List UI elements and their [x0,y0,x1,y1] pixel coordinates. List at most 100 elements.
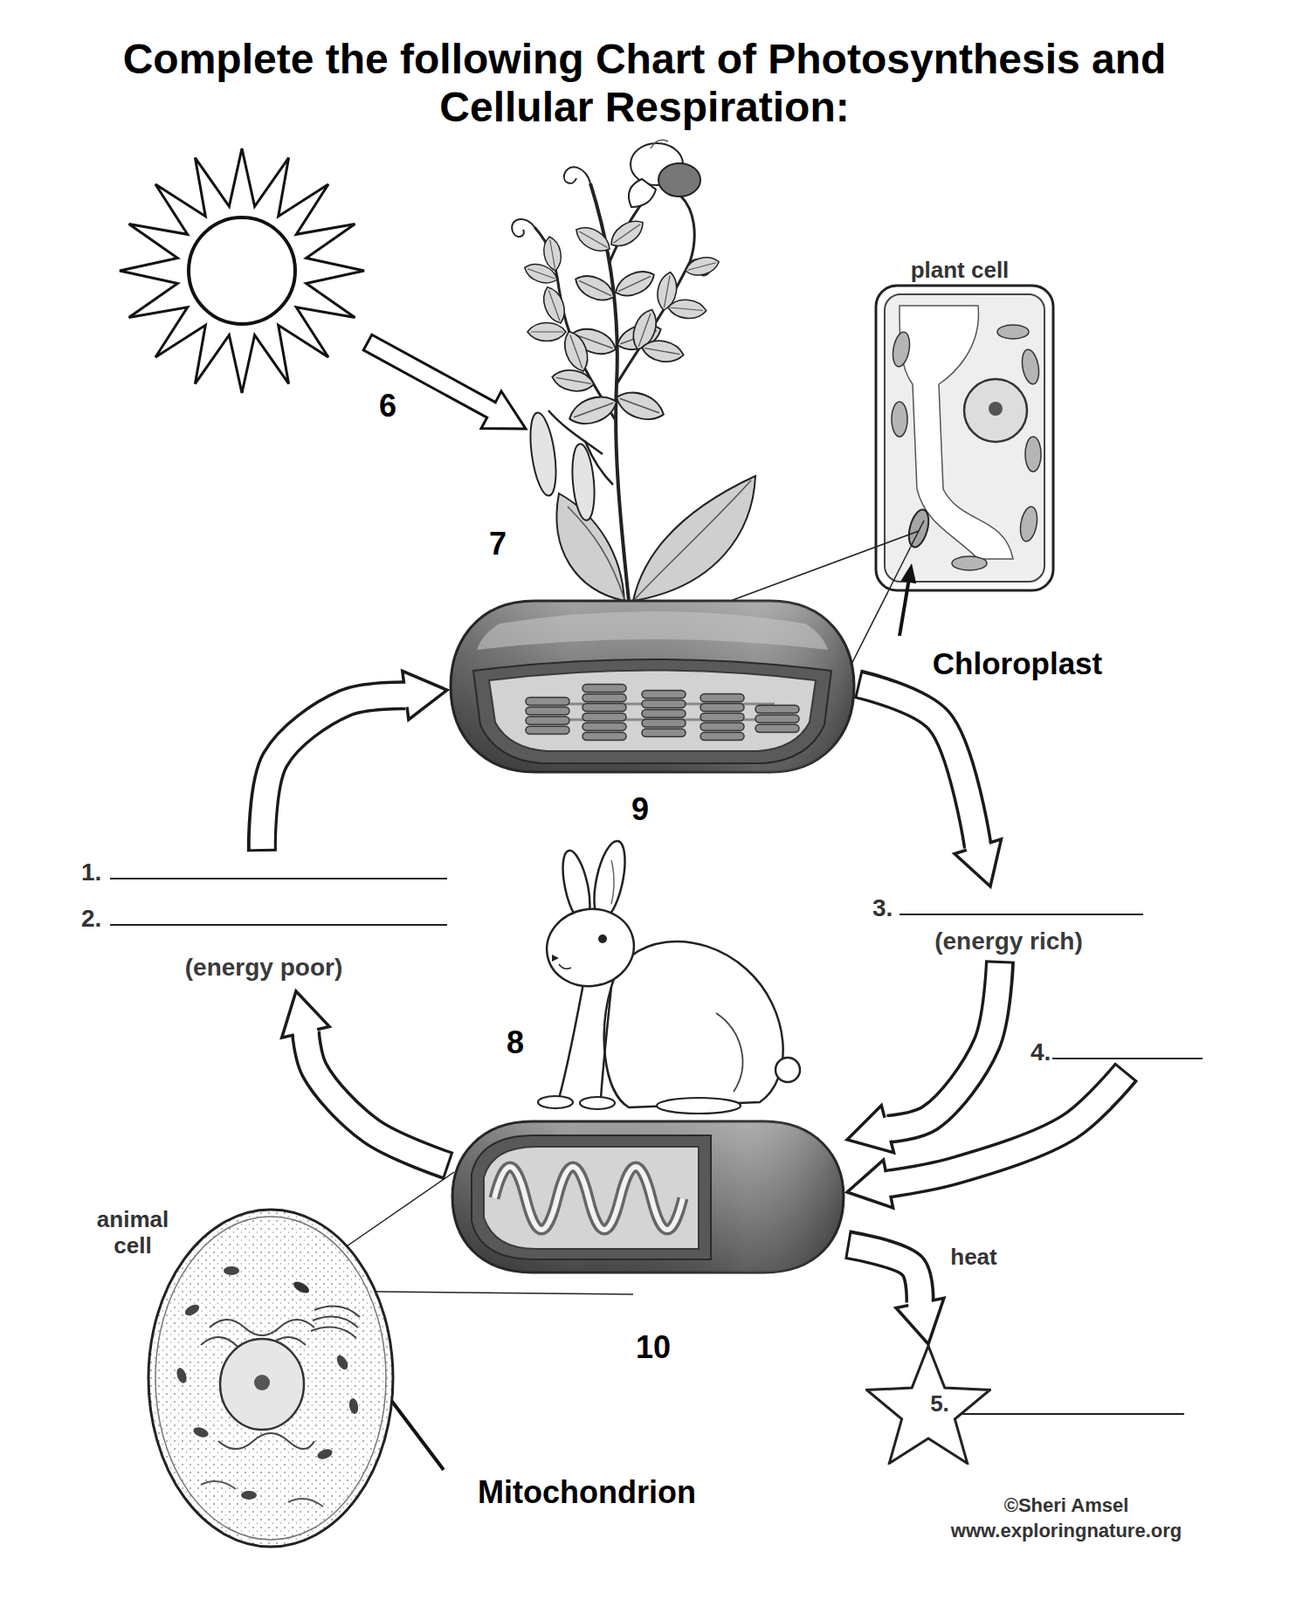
rabbit-drawing-part [716,1013,743,1092]
energy-note: (energy rich) [934,927,1083,956]
rabbit-drawing-part [540,902,641,993]
callout-number: 8 [506,1024,524,1061]
animal-cell-drawing-part [254,1374,270,1391]
arrow-head [282,991,331,1038]
arrow-outline [887,960,1000,1130]
mitochondrion-organelle-outline [448,1117,848,1276]
part-label: Mitochondrion [477,1474,697,1510]
answer-blank-group: 4. [1026,1034,1206,1072]
animal-cell-drawing-part [220,1338,304,1430]
animal-cell-drawing-part [155,1216,387,1540]
sun-symbol-part [119,148,365,393]
chloroplast-organelle: 9 [447,597,858,834]
answer-number: 3. [872,894,893,923]
sunlight-arrow-part [363,334,526,429]
rabbit-drawing-part [604,941,784,1108]
answer-blank-group: 3. (energy rich) [864,886,1149,961]
plant-cell-drawing-part [899,305,1014,559]
plant-drawing-part [658,163,701,197]
rabbit-drawing-part [558,973,586,1099]
rabbit-drawing-part [558,964,572,969]
rabbit-drawing-part [558,847,596,925]
arrow-seam [884,1183,892,1186]
pointer-arrow-part [899,582,909,636]
animal-cell-drawing-part [200,1481,324,1507]
arrow-outline [847,1244,921,1303]
chart-title: Complete the following Chart of Photosyn… [85,34,1204,131]
plant-drawing-part [567,506,625,600]
animal-cell-drawing-part [241,1490,257,1500]
sunlight-arrow [363,334,526,429]
plant-drawing-part [511,219,535,237]
animal-cell-drawing-part [223,1266,240,1276]
plant-cell-drawing-part [891,401,908,437]
plant-drawing-part [565,390,621,430]
plant-drawing-part [534,227,615,420]
plant-drawing-part [606,214,648,252]
rabbit-drawing-part [611,860,614,904]
arrow-fill [261,695,406,849]
cycle-arrow [847,960,1000,1153]
answer-underline-part [110,923,448,926]
plant-drawing-part [556,493,625,601]
plant-drawing-part [628,179,656,207]
animal-cell-drawing-part [310,1306,360,1339]
plant-cell-drawing-part [1018,505,1041,544]
plant-cell-drawing-part [1020,348,1042,387]
leader-line-part [732,530,919,600]
pointer-arrow-part [323,1311,444,1470]
plant-drawing-part [585,441,614,485]
animal-cell-drawing-part [348,1397,360,1414]
arrow-outline [857,683,979,847]
plant-drawing-part [640,337,686,366]
animal-cell-drawing-part [291,1279,311,1296]
pointer-arrow-part [900,563,917,584]
copyright-note: ©Sheri Amsel www.exploringnature.org [935,1492,1198,1544]
arrow-head [954,839,1002,887]
plant-drawing-part [541,234,564,272]
part-label: Chloroplast [932,646,1103,682]
plant-drawing-part [525,411,560,498]
answer-star-outline [865,1344,992,1465]
animal-cell-drawing-part [148,1209,393,1547]
callout-number: 6 [379,387,397,424]
chloroplast-organelle-shape [450,600,855,773]
plant-drawing-part [559,328,593,375]
energy-note: (energy poor) [185,953,343,982]
rabbit-drawing [537,838,800,1114]
answer-underline-part [899,913,1144,916]
callout-number: 10 [635,1329,671,1365]
arrow-seam [401,695,409,697]
callout-number: 9 [631,791,649,828]
plant-cell-drawing-part [988,401,1003,416]
plant-cell-drawing-part [905,507,933,550]
plant-drawing-part [569,442,598,522]
leader-line-part [296,1171,455,1282]
plant-drawing-part [548,410,603,455]
plant-drawing-part [568,323,620,360]
part-label: plant cell [910,257,1010,284]
plant-drawing-part [550,366,596,394]
plant-drawing-part [654,270,680,312]
animal-cell-drawing-part [200,1337,306,1353]
plant-drawing-part [683,254,722,280]
rabbit-drawing-part [775,1057,800,1083]
callout-number: 7 [489,525,507,562]
arrow-fill [305,1032,447,1165]
rabbit-drawing-part [537,1095,573,1109]
rabbit-drawing-part [579,1096,615,1110]
arrow-fill [860,684,979,847]
arrow-outline [261,695,407,852]
answer-number: 5. [930,1391,950,1418]
plant-cell-drawing-part [951,556,987,571]
arrow-outline [305,1032,449,1166]
animal-cell-drawing-part [316,1447,334,1462]
part-label: animal cell [84,1206,181,1260]
plant-drawing-part [612,386,668,426]
sun-symbol [119,148,365,393]
plant-drawing-part [667,298,708,321]
plant-drawing-part [564,166,591,184]
plant-drawing-part [571,269,619,306]
animal-cell-drawing-part [174,1366,189,1385]
